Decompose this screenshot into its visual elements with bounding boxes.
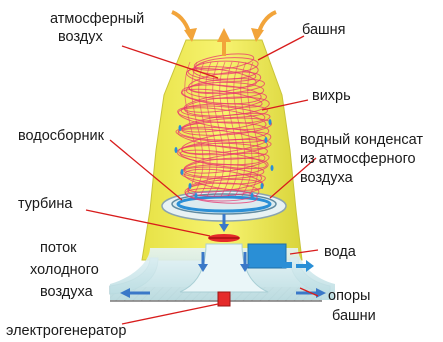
label-atmospheric-air-1: атмосферный [50, 11, 144, 27]
water-drop [175, 147, 178, 153]
label-cold-flow-1: поток [40, 240, 77, 256]
label-supports-1: опоры [328, 288, 370, 304]
label-generator: электрогенератор [6, 323, 126, 339]
water-tank [248, 244, 314, 272]
water-drop [261, 183, 264, 189]
label-cold-flow-3: воздуха [40, 284, 94, 300]
electric-generator [218, 292, 230, 306]
water-drop [251, 193, 254, 199]
label-cold-flow-2: холодного [30, 262, 99, 278]
label-water: вода [324, 244, 357, 260]
label-vortex: вихрь [312, 88, 351, 104]
turbine [208, 234, 240, 242]
label-condensate-1: водный конденсат [300, 132, 423, 148]
label-tower: башня [302, 22, 346, 38]
label-atmospheric-air-2: воздух [58, 29, 103, 45]
water-drop [271, 165, 274, 171]
water-drop [181, 169, 184, 175]
water-drop [265, 137, 268, 143]
label-water-collector: водосборник [18, 128, 105, 144]
water-drop [189, 183, 192, 189]
water-drop [269, 119, 272, 125]
water-drop [179, 125, 182, 131]
water-drop [195, 193, 198, 199]
label-turbine: турбина [18, 196, 73, 212]
label-supports-2: башни [332, 308, 376, 324]
label-condensate-2: из атмосферного [300, 151, 416, 167]
label-condensate-3: воздуха [300, 170, 354, 186]
